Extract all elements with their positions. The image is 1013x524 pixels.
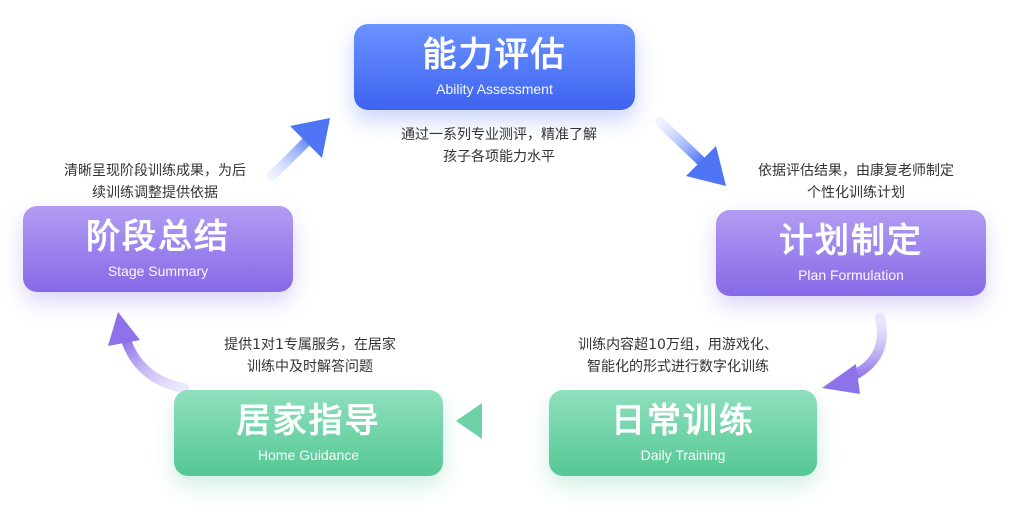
desc-training: 训练内容超10万组，用游戏化、 智能化的形式进行数字化训练 — [558, 334, 798, 378]
card-title: 计划制定 — [779, 221, 923, 262]
desc-assessment: 通过一系列专业测评，精准了解 孩子各项能力水平 — [384, 124, 614, 168]
desc-plan: 依据评估结果，由康复老师制定 个性化训练计划 — [736, 160, 976, 204]
desc-line: 个性化训练计划 — [807, 185, 905, 201]
desc-line: 训练内容超10万组，用游戏化、 — [578, 337, 778, 353]
desc-line: 依据评估结果，由康复老师制定 — [758, 163, 954, 179]
card-subtitle: Stage Summary — [107, 262, 209, 279]
card-daily-training: 日常训练 Daily Training — [549, 390, 817, 476]
card-title: 日常训练 — [611, 401, 755, 442]
card-title: 居家指导 — [236, 401, 381, 442]
arrow-training-to-home — [456, 403, 545, 439]
desc-line: 清晰呈现阶段训练成果，为后 — [64, 163, 246, 179]
desc-summary: 清晰呈现阶段训练成果，为后 续训练调整提供依据 — [45, 160, 265, 204]
card-subtitle: Ability Assessment — [436, 80, 553, 97]
card-subtitle: Plan Formulation — [798, 266, 904, 283]
card-home-guidance: 居家指导 Home Guidance — [174, 390, 443, 476]
arrow-home-to-summary — [108, 312, 189, 393]
desc-home: 提供1对1专属服务，在居家 训练中及时解答问题 — [205, 334, 415, 378]
desc-line: 通过一系列专业测评，精准了解 — [401, 127, 597, 143]
desc-line: 续训练调整提供依据 — [92, 185, 218, 201]
desc-line: 训练中及时解答问题 — [247, 359, 373, 375]
arrow-plan-to-training — [822, 313, 887, 394]
card-subtitle: Home Guidance — [257, 446, 360, 463]
card-subtitle: Daily Training — [640, 446, 726, 463]
arrow-summary-to-assessment — [267, 118, 330, 181]
card-stage-summary: 阶段总结 Stage Summary — [23, 206, 293, 292]
card-plan-formulation: 计划制定 Plan Formulation — [716, 210, 986, 296]
card-ability-assessment: 能力评估 Ability Assessment — [354, 24, 635, 110]
desc-line: 智能化的形式进行数字化训练 — [587, 359, 769, 375]
card-title: 阶段总结 — [86, 217, 230, 258]
desc-line: 孩子各项能力水平 — [443, 149, 555, 165]
card-title: 能力评估 — [422, 35, 567, 76]
desc-line: 提供1对1专属服务，在居家 — [224, 337, 396, 353]
arrow-assessment-to-plan — [655, 117, 726, 186]
